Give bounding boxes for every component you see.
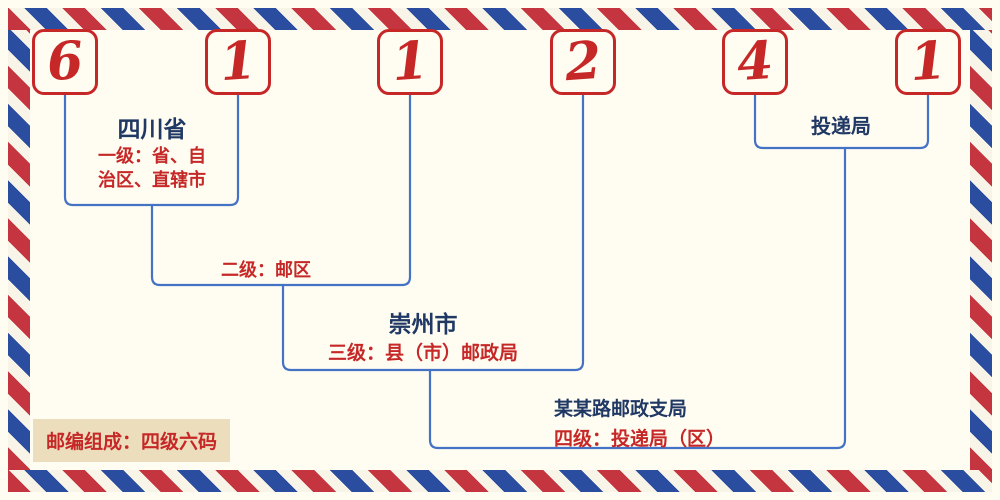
level2-description: 二级：邮区 bbox=[221, 260, 311, 280]
city-label: 崇州市 bbox=[388, 311, 458, 337]
level1-description-line2: 治区、直辖市 bbox=[98, 170, 206, 191]
digit-box-2: 1 bbox=[204, 29, 271, 95]
digit-4: 2 bbox=[562, 29, 603, 94]
digit-box-1: 6 bbox=[32, 29, 98, 95]
footer-note: 邮编组成：四级六码 bbox=[33, 419, 231, 462]
connector-level3 bbox=[281, 93, 585, 372]
branch-label: 某某路邮政支局 bbox=[554, 399, 688, 420]
airmail-border-bottom bbox=[8, 470, 992, 492]
digit-5: 4 bbox=[735, 29, 776, 94]
airmail-border-top bbox=[8, 8, 992, 30]
connector-level2 bbox=[150, 93, 412, 287]
delivery-office-label: 投递局 bbox=[811, 116, 871, 138]
connector-delivery-bracket bbox=[753, 93, 930, 150]
digit-row: 6 1 1 2 4 1 bbox=[32, 28, 961, 96]
level3-description: 三级：县（市）邮政局 bbox=[327, 343, 519, 364]
level1-description-line1: 一级：省、自 bbox=[98, 146, 206, 166]
digit-box-3: 1 bbox=[377, 29, 444, 95]
level1-description: 一级：省、自 治区、直辖市 bbox=[98, 144, 206, 193]
digit-box-5: 4 bbox=[722, 29, 789, 95]
digit-2: 1 bbox=[217, 29, 258, 94]
connector-level4 bbox=[428, 146, 847, 450]
digit-1: 6 bbox=[44, 29, 86, 94]
province-label: 四川省 bbox=[117, 116, 187, 142]
digit-box-4: 2 bbox=[549, 29, 616, 95]
digit-3: 1 bbox=[389, 29, 431, 94]
level4-description: 四级：投递局（区） bbox=[554, 429, 726, 450]
airmail-border-right bbox=[970, 30, 992, 470]
digit-box-6: 1 bbox=[894, 29, 961, 95]
airmail-border-left bbox=[8, 30, 30, 470]
digit-6: 1 bbox=[907, 29, 949, 94]
